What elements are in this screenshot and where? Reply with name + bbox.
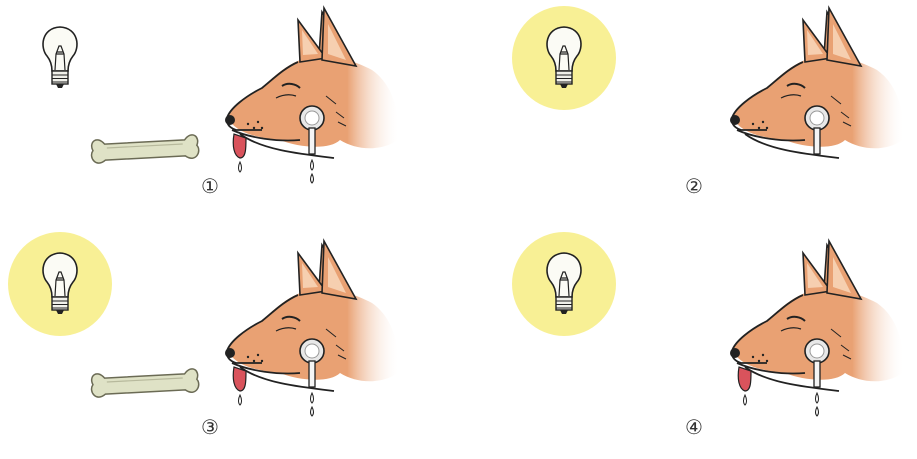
panel-3-label: ③ [201, 417, 219, 437]
saliva-drop [311, 407, 314, 416]
bulb-tip [56, 84, 64, 88]
saliva-drop [311, 393, 314, 403]
light-bulb-icon [43, 27, 77, 88]
dog-head-icon [225, 8, 398, 183]
dog-ear-inner [807, 30, 823, 55]
tongue-drip [239, 162, 242, 172]
saliva-drop [311, 160, 314, 170]
bone-icon [91, 369, 199, 398]
panel-1-label: ① [201, 176, 219, 196]
saliva-drop [816, 407, 819, 416]
dog-tongue [738, 367, 751, 391]
dog-nose [730, 348, 740, 358]
bone-icon [91, 135, 199, 164]
panel-2: ② [459, 0, 917, 229]
dog-nose [225, 115, 235, 125]
bone-shape [91, 135, 199, 164]
panel-3-illustration [0, 229, 458, 458]
saliva-tube-stem [814, 361, 820, 387]
panel-1-illustration [0, 0, 458, 229]
panel-2-label: ② [685, 176, 703, 196]
panel-4: ④ [459, 229, 917, 458]
dog-ear-inner [807, 263, 823, 288]
dog-head-icon [730, 241, 903, 416]
bone-shape [91, 369, 199, 398]
saliva-drop [816, 393, 819, 403]
panel-1: ① [0, 0, 458, 229]
dog-head-icon [730, 8, 903, 158]
dog-ear-inner [302, 263, 318, 288]
panel-4-label: ④ [685, 417, 703, 437]
light-bulb-icon [512, 232, 616, 336]
tongue-drip [239, 395, 242, 405]
dog-tongue [233, 367, 246, 391]
bulb-glass [43, 27, 77, 71]
light-bulb-icon [512, 6, 616, 110]
dog-nose [225, 348, 235, 358]
panel-3: ③ [0, 229, 458, 458]
tongue-drip [744, 395, 747, 405]
saliva-tube-stem [309, 128, 315, 154]
dog-ear-inner [302, 30, 318, 55]
light-bulb-icon [8, 232, 112, 336]
saliva-tube-stem [309, 361, 315, 387]
saliva-drop [311, 174, 314, 183]
saliva-tube-stem [814, 128, 820, 154]
dog-head-icon [225, 241, 398, 416]
dog-tongue [233, 134, 246, 158]
dog-nose [730, 115, 740, 125]
